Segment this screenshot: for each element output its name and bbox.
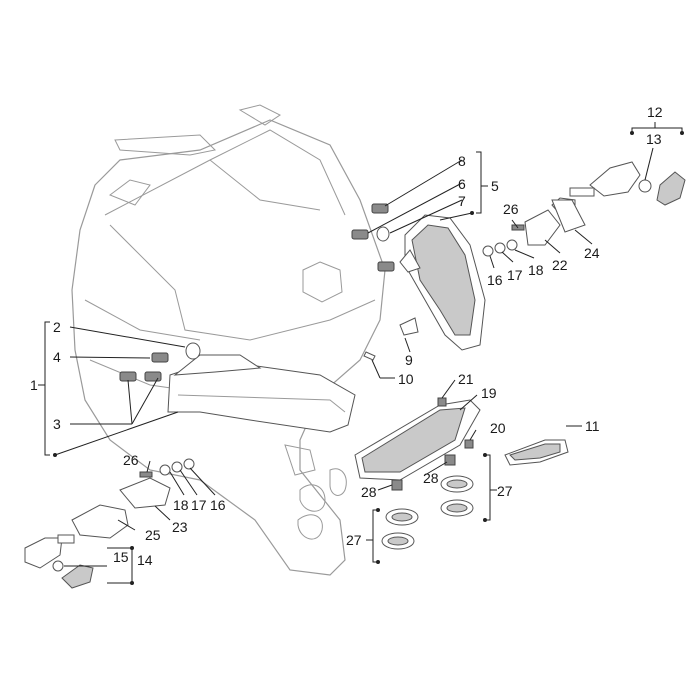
part-21 <box>437 397 447 407</box>
callout-19: 19 <box>481 385 497 401</box>
callout-18-left: 18 <box>173 497 189 513</box>
screw-26-left <box>139 471 153 478</box>
bulb-3a <box>119 371 137 382</box>
lens-12 <box>656 171 686 206</box>
callout-16-left: 16 <box>210 497 226 513</box>
washers-16-18-left <box>159 458 195 476</box>
callout-20: 20 <box>490 420 506 436</box>
callout-16-right: 16 <box>487 272 503 288</box>
callout-18-right: 18 <box>528 262 544 278</box>
bulb-8 <box>371 203 389 214</box>
callout-23: 23 <box>172 519 188 535</box>
leader-lines <box>38 122 683 584</box>
callout-22: 22 <box>552 257 568 273</box>
tail-light-assembly <box>399 214 486 351</box>
callout-27-right: 27 <box>497 483 513 499</box>
callout-17-right: 17 <box>507 267 523 283</box>
bracket-dots <box>53 131 684 585</box>
grommets-27-right <box>440 475 474 517</box>
callout-8: 8 <box>458 153 466 169</box>
lens-14 <box>61 564 94 589</box>
callout-6: 6 <box>458 176 466 192</box>
callout-7: 7 <box>458 193 466 209</box>
scooter-front-body <box>71 104 386 576</box>
callout-17-left: 17 <box>191 497 207 513</box>
bulb-7 <box>376 226 390 242</box>
callout-21: 21 <box>458 371 474 387</box>
rear-turn-indicator-left <box>24 504 129 569</box>
callout-1: 1 <box>30 377 38 393</box>
callout-3: 3 <box>53 416 61 432</box>
bracket-22 <box>524 209 561 246</box>
callout-28-left: 28 <box>361 484 377 500</box>
callout-26-left: 26 <box>123 452 139 468</box>
callout-9: 9 <box>405 352 413 368</box>
part-20 <box>464 439 474 449</box>
bracket-23 <box>119 477 171 509</box>
license-plate-light <box>354 399 481 481</box>
bulb-6 <box>351 229 369 240</box>
callout-24: 24 <box>584 245 600 261</box>
bulb-2 <box>185 342 201 360</box>
grommets-27-left <box>381 508 419 550</box>
cover-24 <box>551 199 586 233</box>
washers-16-18-right <box>482 239 518 257</box>
bulb-unlabeled <box>377 261 395 272</box>
callout-27-left: 27 <box>346 532 362 548</box>
callout-12: 12 <box>647 104 663 120</box>
callout-5: 5 <box>491 178 499 194</box>
callout-2: 2 <box>53 319 61 335</box>
callout-10: 10 <box>398 371 414 387</box>
callout-13: 13 <box>646 131 662 147</box>
callout-26-right: 26 <box>503 201 519 217</box>
screw-10 <box>363 351 376 361</box>
bracket-9 <box>399 317 419 336</box>
callout-28-right: 28 <box>423 470 439 486</box>
callout-25: 25 <box>145 527 161 543</box>
callout-15: 15 <box>113 549 129 565</box>
reflector-11 <box>504 439 569 466</box>
bulb-15 <box>52 560 64 572</box>
callout-labels: 1 2 4 3 8 6 5 7 9 10 12 13 26 16 17 18 2… <box>30 104 663 568</box>
callout-14: 14 <box>137 552 153 568</box>
headlight-assembly <box>167 354 356 433</box>
bulb-4 <box>151 352 169 363</box>
bulb-13 <box>638 179 652 193</box>
callout-11: 11 <box>585 418 600 434</box>
clips-28 <box>391 454 456 491</box>
bulb-3b <box>144 371 162 382</box>
callout-4: 4 <box>53 349 61 365</box>
